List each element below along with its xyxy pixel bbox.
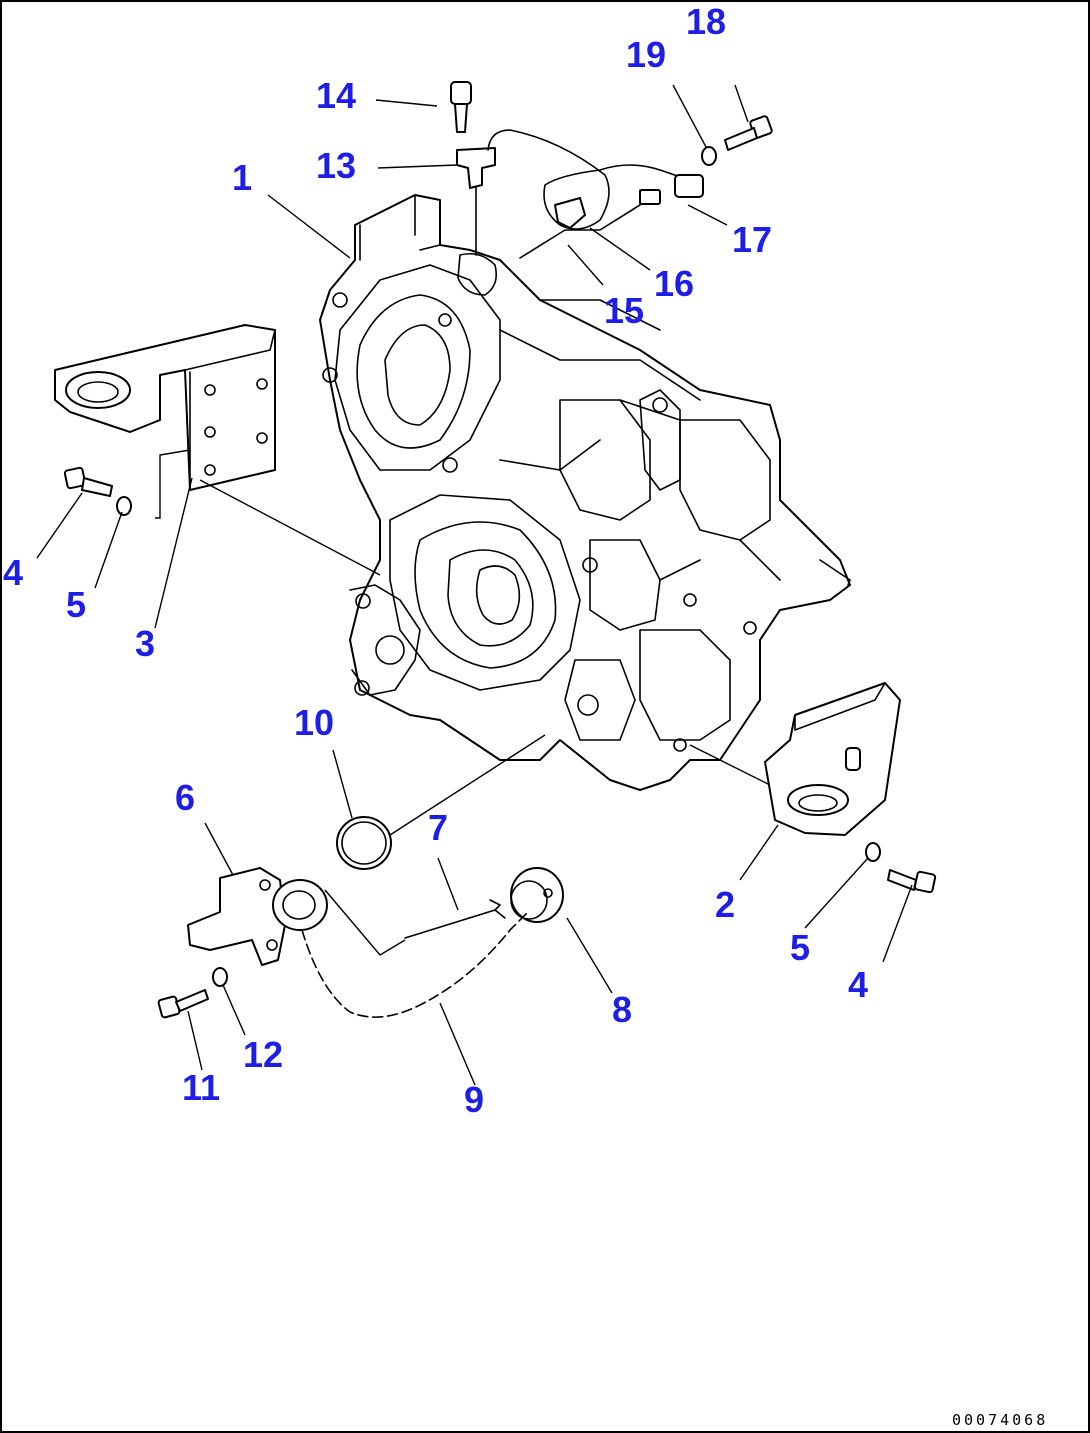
bolt-18 xyxy=(724,115,773,151)
mount-bracket-2 xyxy=(764,682,901,836)
callout-14: 14 xyxy=(316,75,356,116)
callout-17: 17 xyxy=(732,219,772,260)
callout-10: 10 xyxy=(294,702,334,743)
callout-6: 6 xyxy=(175,777,195,818)
callout-5-left: 5 xyxy=(66,584,86,625)
chain-9 xyxy=(301,911,529,1018)
leader-lines xyxy=(36,84,913,1086)
washer-12 xyxy=(212,967,228,987)
callout-15: 15 xyxy=(604,290,644,331)
callout-12: 12 xyxy=(243,1034,283,1075)
callout-9: 9 xyxy=(464,1079,484,1120)
callout-2: 2 xyxy=(715,884,735,925)
callout-18: 18 xyxy=(686,1,726,42)
cover-6 xyxy=(187,867,286,966)
connector-17 xyxy=(639,174,704,205)
bolt-4-left xyxy=(63,466,113,497)
callout-7: 7 xyxy=(428,807,448,848)
bolt-4-right xyxy=(887,869,937,894)
callout-8: 8 xyxy=(612,989,632,1030)
washer-5-right xyxy=(865,842,881,862)
callout-1: 1 xyxy=(232,157,252,198)
callout-4-right: 4 xyxy=(848,964,868,1005)
washer-19 xyxy=(701,146,717,166)
callout-labels: 1 2 3 4 4 5 5 6 7 8 9 10 11 12 13 14 15 … xyxy=(3,1,868,1120)
clamp-16 xyxy=(554,197,586,229)
bolt-11 xyxy=(157,989,209,1019)
cap-8 xyxy=(510,867,564,923)
callout-19: 19 xyxy=(626,34,666,75)
o-ring-10 xyxy=(336,816,392,870)
bolt-14 xyxy=(450,81,472,133)
callout-13: 13 xyxy=(316,145,356,186)
drawing-number: 00074068 xyxy=(952,1411,1048,1429)
mount-bracket-3 xyxy=(54,324,276,491)
transmission-housing xyxy=(319,194,851,791)
washer-5-left xyxy=(116,496,132,516)
wire-harness xyxy=(487,129,701,259)
speed-sensor-13 xyxy=(456,147,496,256)
nut-with-seal xyxy=(272,879,328,931)
callout-3: 3 xyxy=(135,623,155,664)
callout-16: 16 xyxy=(654,263,694,304)
callout-4-left: 4 xyxy=(3,552,23,593)
callout-5-right: 5 xyxy=(790,927,810,968)
callout-11: 11 xyxy=(182,1067,220,1108)
strap-7 xyxy=(404,899,506,939)
